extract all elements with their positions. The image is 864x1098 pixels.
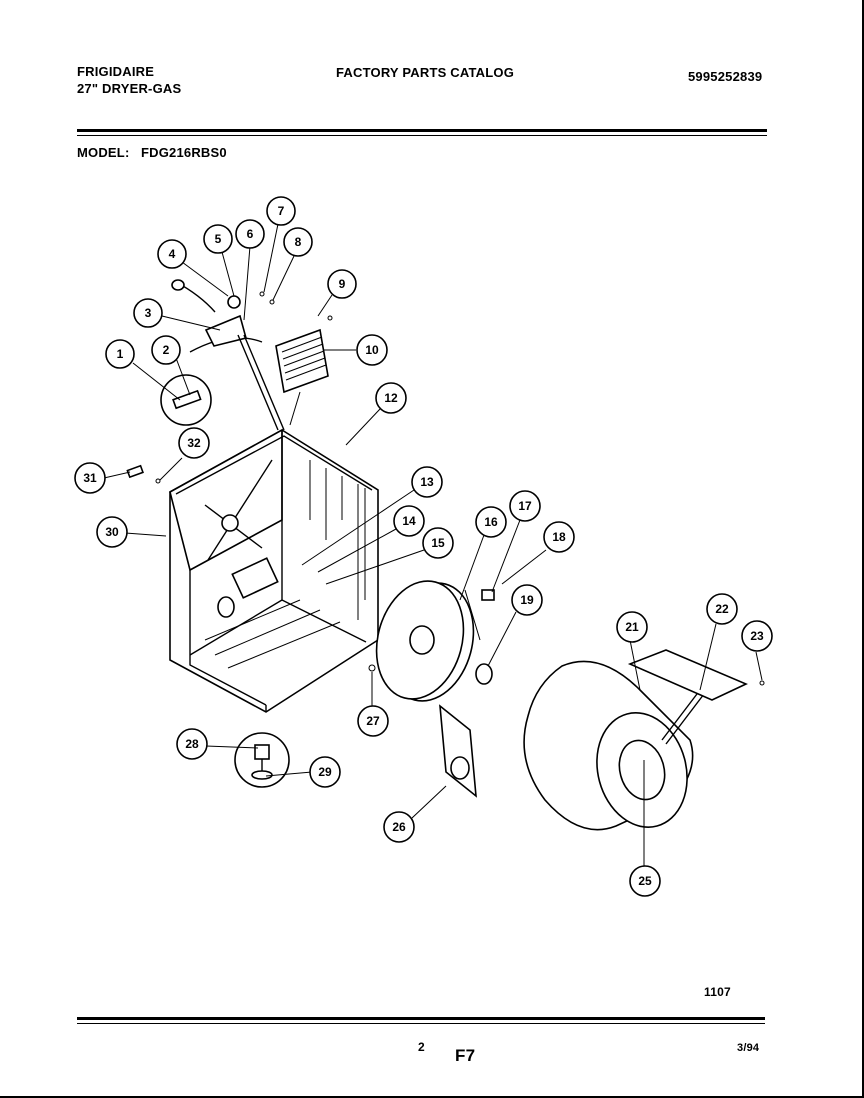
header-rule-thin — [77, 135, 767, 136]
callout-21: 21 — [616, 611, 648, 643]
callout-27: 27 — [357, 705, 389, 737]
callout-28: 28 — [176, 728, 208, 760]
svg-text:18: 18 — [552, 530, 566, 544]
svg-text:21: 21 — [625, 620, 639, 634]
svg-text:12: 12 — [384, 391, 398, 405]
svg-text:19: 19 — [520, 593, 534, 607]
svg-text:3: 3 — [145, 306, 152, 320]
product-name: 27" DRYER-GAS — [77, 81, 182, 96]
footer-rule — [77, 1017, 765, 1020]
svg-text:1: 1 — [117, 347, 124, 361]
lint-filter-grille-part — [275, 315, 333, 426]
callout-9: 9 — [327, 269, 357, 299]
thermostat-part — [172, 389, 202, 410]
drum-baffle-part — [627, 649, 748, 701]
callout-7: 7 — [266, 196, 296, 226]
callout-1: 1 — [105, 339, 135, 369]
callout-16: 16 — [475, 506, 507, 538]
cabinet-part — [169, 428, 379, 713]
callout-32: 32 — [178, 427, 210, 459]
callout-3: 3 — [133, 298, 163, 328]
section-code: F7 — [455, 1046, 476, 1065]
callout-13: 13 — [411, 466, 443, 498]
header-rule — [77, 129, 767, 132]
svg-text:26: 26 — [392, 820, 406, 834]
page-number: 2 — [418, 1040, 425, 1054]
svg-text:28: 28 — [185, 737, 199, 751]
svg-text:32: 32 — [187, 436, 201, 450]
svg-text:30: 30 — [105, 525, 119, 539]
revision-date: 3/94 — [737, 1042, 760, 1054]
callout-22: 22 — [706, 593, 738, 625]
brand-name: FRIGIDAIRE — [77, 64, 155, 79]
callout-4: 4 — [157, 239, 187, 269]
svg-text:2: 2 — [163, 343, 170, 357]
svg-text:7: 7 — [278, 204, 285, 218]
svg-text:14: 14 — [402, 514, 416, 528]
callout-12: 12 — [375, 382, 407, 414]
svg-text:5: 5 — [215, 232, 222, 246]
callout-30: 30 — [96, 516, 128, 548]
callout-26: 26 — [383, 811, 415, 843]
callout-8: 8 — [283, 227, 313, 257]
catalog-number: 5995252839 — [688, 69, 763, 84]
svg-text:10: 10 — [365, 343, 379, 357]
callout-17: 18 — [543, 521, 575, 553]
svg-text:13: 13 — [420, 475, 434, 489]
svg-text:27: 27 — [366, 714, 380, 728]
small-parts-17-19 — [475, 589, 495, 685]
svg-text:23: 23 — [750, 629, 764, 643]
catalog-title: FACTORY PARTS CATALOG — [336, 65, 515, 80]
callout-23: 23 — [741, 620, 773, 652]
callout-10: 10 — [356, 334, 388, 366]
callout-2: 2 — [151, 335, 181, 365]
leveling-leg-part — [254, 744, 270, 760]
callout-31: 31 — [74, 462, 106, 494]
svg-text:6: 6 — [247, 227, 254, 241]
svg-text:9: 9 — [339, 277, 346, 291]
control-bracket-parts — [171, 279, 285, 431]
svg-text:4: 4 — [169, 247, 176, 261]
blower-housing-part — [439, 704, 477, 798]
svg-text:17: 17 — [518, 499, 532, 513]
svg-text:15: 15 — [431, 536, 445, 550]
callout-14: 14 — [393, 505, 425, 537]
drum-part — [523, 660, 705, 831]
model-label: MODEL: — [77, 145, 130, 160]
svg-text:29: 29 — [318, 765, 332, 779]
callout-5: 5 — [203, 224, 233, 254]
callout-6: 6 — [235, 219, 265, 249]
front-bulkhead-part — [375, 580, 481, 702]
callout-29: 29 — [309, 756, 341, 788]
callout-19: 19 — [511, 584, 543, 616]
callout-25: 25 — [629, 865, 661, 897]
svg-text:31: 31 — [83, 471, 97, 485]
figure-code: 1107 — [704, 985, 731, 999]
svg-text:16: 16 — [484, 515, 498, 529]
leader-lines — [103, 223, 763, 866]
clip-part-31 — [126, 464, 144, 479]
svg-text:22: 22 — [715, 602, 729, 616]
svg-text:8: 8 — [295, 235, 302, 249]
callout-15: 15 — [422, 527, 454, 559]
svg-text:25: 25 — [638, 874, 652, 888]
callout-18: 17 — [509, 490, 541, 522]
model-number: FDG216RBS0 — [141, 145, 227, 160]
footer-rule-thin — [77, 1023, 765, 1024]
